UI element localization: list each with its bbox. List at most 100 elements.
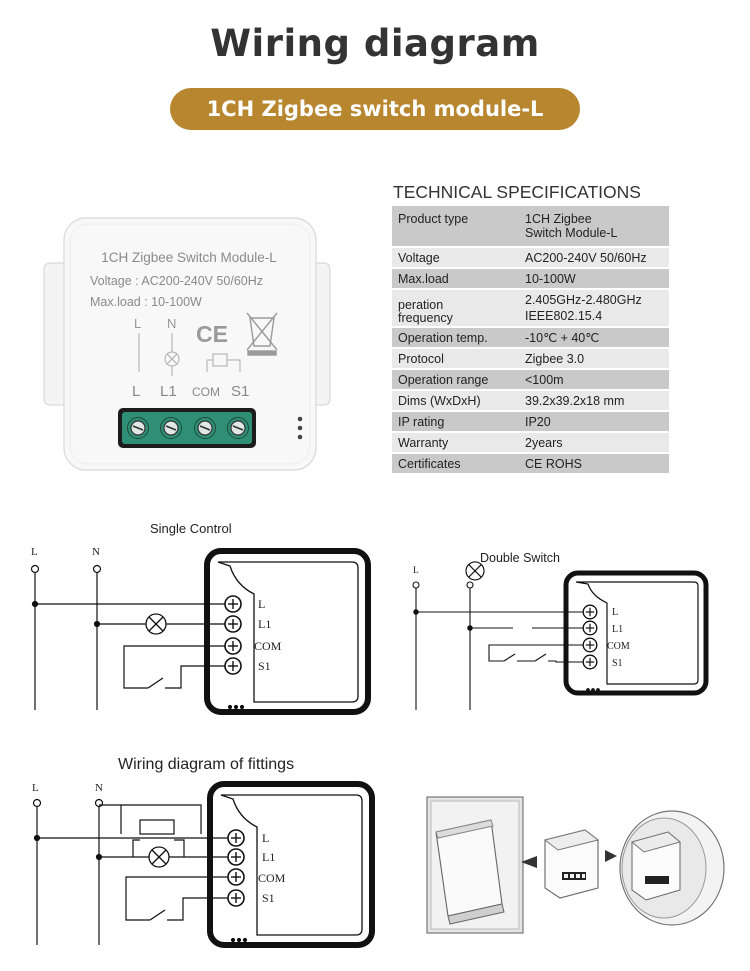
- fittings-capacitor-icon: [139, 819, 175, 835]
- fittings-l-terminal: [32, 798, 42, 808]
- small-module-terminal: [582, 874, 585, 878]
- boxed-module-terminals: [645, 876, 669, 884]
- spec-value-line: Switch Module-L: [525, 226, 618, 240]
- small-module-terminal: [576, 874, 580, 878]
- fittings-lamp-icon: [148, 846, 170, 868]
- spec-value: IP20: [525, 414, 551, 429]
- small-module-terminal: [570, 874, 574, 878]
- spec-value-line: 2.405GHz-2.480GHz: [525, 293, 642, 307]
- rocker-switch-edge: [447, 903, 505, 925]
- device-term-l1: L1: [160, 383, 177, 400]
- spec-key: peration frequency: [392, 289, 519, 327]
- single-switch-icon: [147, 677, 164, 689]
- spec-row-certificates: Certificates CE ROHS: [392, 453, 669, 474]
- spec-value: 10-100W: [525, 271, 576, 286]
- spec-value: CE ROHS: [525, 456, 582, 471]
- device-voltage: Voltage : AC200-240V 50/60Hz: [90, 274, 263, 288]
- fittings-cap-lead: [174, 839, 185, 857]
- single-dot: [227, 704, 233, 710]
- single-wire-com: [123, 645, 230, 689]
- single-lamp-icon: [145, 613, 167, 635]
- single-control-diagram: Single Control L N L L1 COM S1: [30, 521, 371, 715]
- device-term-l: L: [132, 383, 140, 400]
- spec-row-temp: Operation temp. -10℃ + 40℃: [392, 327, 669, 348]
- fittings-line-l-label: L: [32, 782, 39, 794]
- double-switch-title: Double Switch: [480, 551, 560, 565]
- double-l-terminal: [412, 581, 420, 589]
- spec-value: -10℃ + 40℃: [525, 331, 600, 345]
- fittings-term-l1: L1: [262, 850, 275, 864]
- terminal-screw-com: [193, 416, 217, 440]
- indicator-dot: [297, 416, 303, 422]
- double-screw: [582, 604, 598, 620]
- spec-value: 2years: [525, 435, 563, 450]
- spec-value: 1CH Zigbee Switch Module-L: [519, 206, 669, 247]
- single-term-s1: S1: [258, 659, 271, 673]
- double-dot: [591, 688, 595, 692]
- device-maxload: Max.load : 10-100W: [90, 295, 202, 309]
- double-term-l1: L1: [612, 624, 623, 635]
- single-n-terminal: [92, 564, 102, 574]
- page-title: Wiring diagram: [210, 22, 540, 65]
- spec-row-voltage: Voltage AC200-240V 50/60Hz: [392, 247, 669, 268]
- installation-illustration: [426, 796, 725, 934]
- spec-value-line: 1CH Zigbee: [525, 212, 592, 226]
- fittings-screw: [227, 848, 245, 866]
- fittings-wire-top: [99, 804, 122, 834]
- arrow-left-icon: [521, 856, 537, 868]
- double-switch-icon-2: [534, 653, 547, 662]
- device-inner-edge: [69, 223, 311, 465]
- single-l-terminal: [30, 564, 40, 574]
- fittings-title: Wiring diagram of fittings: [118, 756, 294, 773]
- single-term-l: L: [258, 597, 265, 611]
- double-dot: [596, 688, 600, 692]
- small-module-terminal: [564, 874, 568, 878]
- spec-value-line: IEEE802.15.4: [525, 309, 603, 323]
- spec-value: AC200-240V 50/60Hz: [525, 250, 647, 265]
- double-screw: [582, 637, 598, 653]
- spec-key: Certificates: [398, 456, 461, 471]
- fittings-diagram: Wiring diagram of fittings L N L L1 COM …: [32, 756, 375, 948]
- fittings-cap-lead: [132, 839, 140, 857]
- indicator-dot: [297, 425, 303, 431]
- single-dot: [239, 704, 245, 710]
- spec-key: Product type: [398, 212, 469, 226]
- single-dot: [233, 704, 239, 710]
- device-body: [63, 217, 317, 471]
- spec-title: TECHNICAL SPECIFICATIONS: [393, 182, 641, 202]
- fittings-line-n-label: N: [95, 782, 103, 794]
- double-n-terminal: [466, 581, 474, 589]
- device-term-s1: S1: [231, 383, 249, 400]
- double-screw: [582, 654, 598, 670]
- terminal-block-green: [122, 412, 252, 444]
- spec-key-line: peration: [398, 298, 444, 312]
- spec-row-protocol: Protocol Zigbee 3.0: [392, 348, 669, 369]
- indicator-dot: [297, 434, 303, 440]
- fittings-term-com: COM: [258, 871, 286, 885]
- spec-key: Dims (WxDxH): [398, 393, 481, 408]
- single-screw: [224, 615, 242, 633]
- double-wire-s1: [548, 660, 586, 663]
- fittings-screw: [227, 868, 245, 886]
- double-screw: [582, 620, 598, 636]
- spec-key: Operation range: [398, 372, 489, 387]
- double-dot: [586, 688, 590, 692]
- fittings-module-inner: [220, 794, 363, 936]
- spec-row-warranty: Warranty 2years: [392, 432, 669, 453]
- fittings-dot: [242, 937, 248, 943]
- fittings-screw: [227, 829, 245, 847]
- fittings-wire-com: [125, 876, 232, 921]
- spec-table: Product type 1CH Zigbee Switch Module-L …: [392, 206, 669, 475]
- device-top-n: N: [167, 316, 176, 331]
- fittings-term-l: L: [262, 831, 269, 845]
- fittings-wire-s1: [167, 897, 232, 921]
- single-line-n-label: N: [92, 546, 100, 558]
- double-switch-icon-1: [503, 653, 516, 662]
- product-banner: 1CH Zigbee switch module-L: [170, 88, 580, 130]
- single-module-outline: [204, 548, 371, 715]
- single-screw: [224, 657, 242, 675]
- single-wire-s1: [165, 665, 230, 689]
- device-name: 1CH Zigbee Switch Module-L: [101, 250, 277, 265]
- double-term-com: COM: [607, 641, 630, 652]
